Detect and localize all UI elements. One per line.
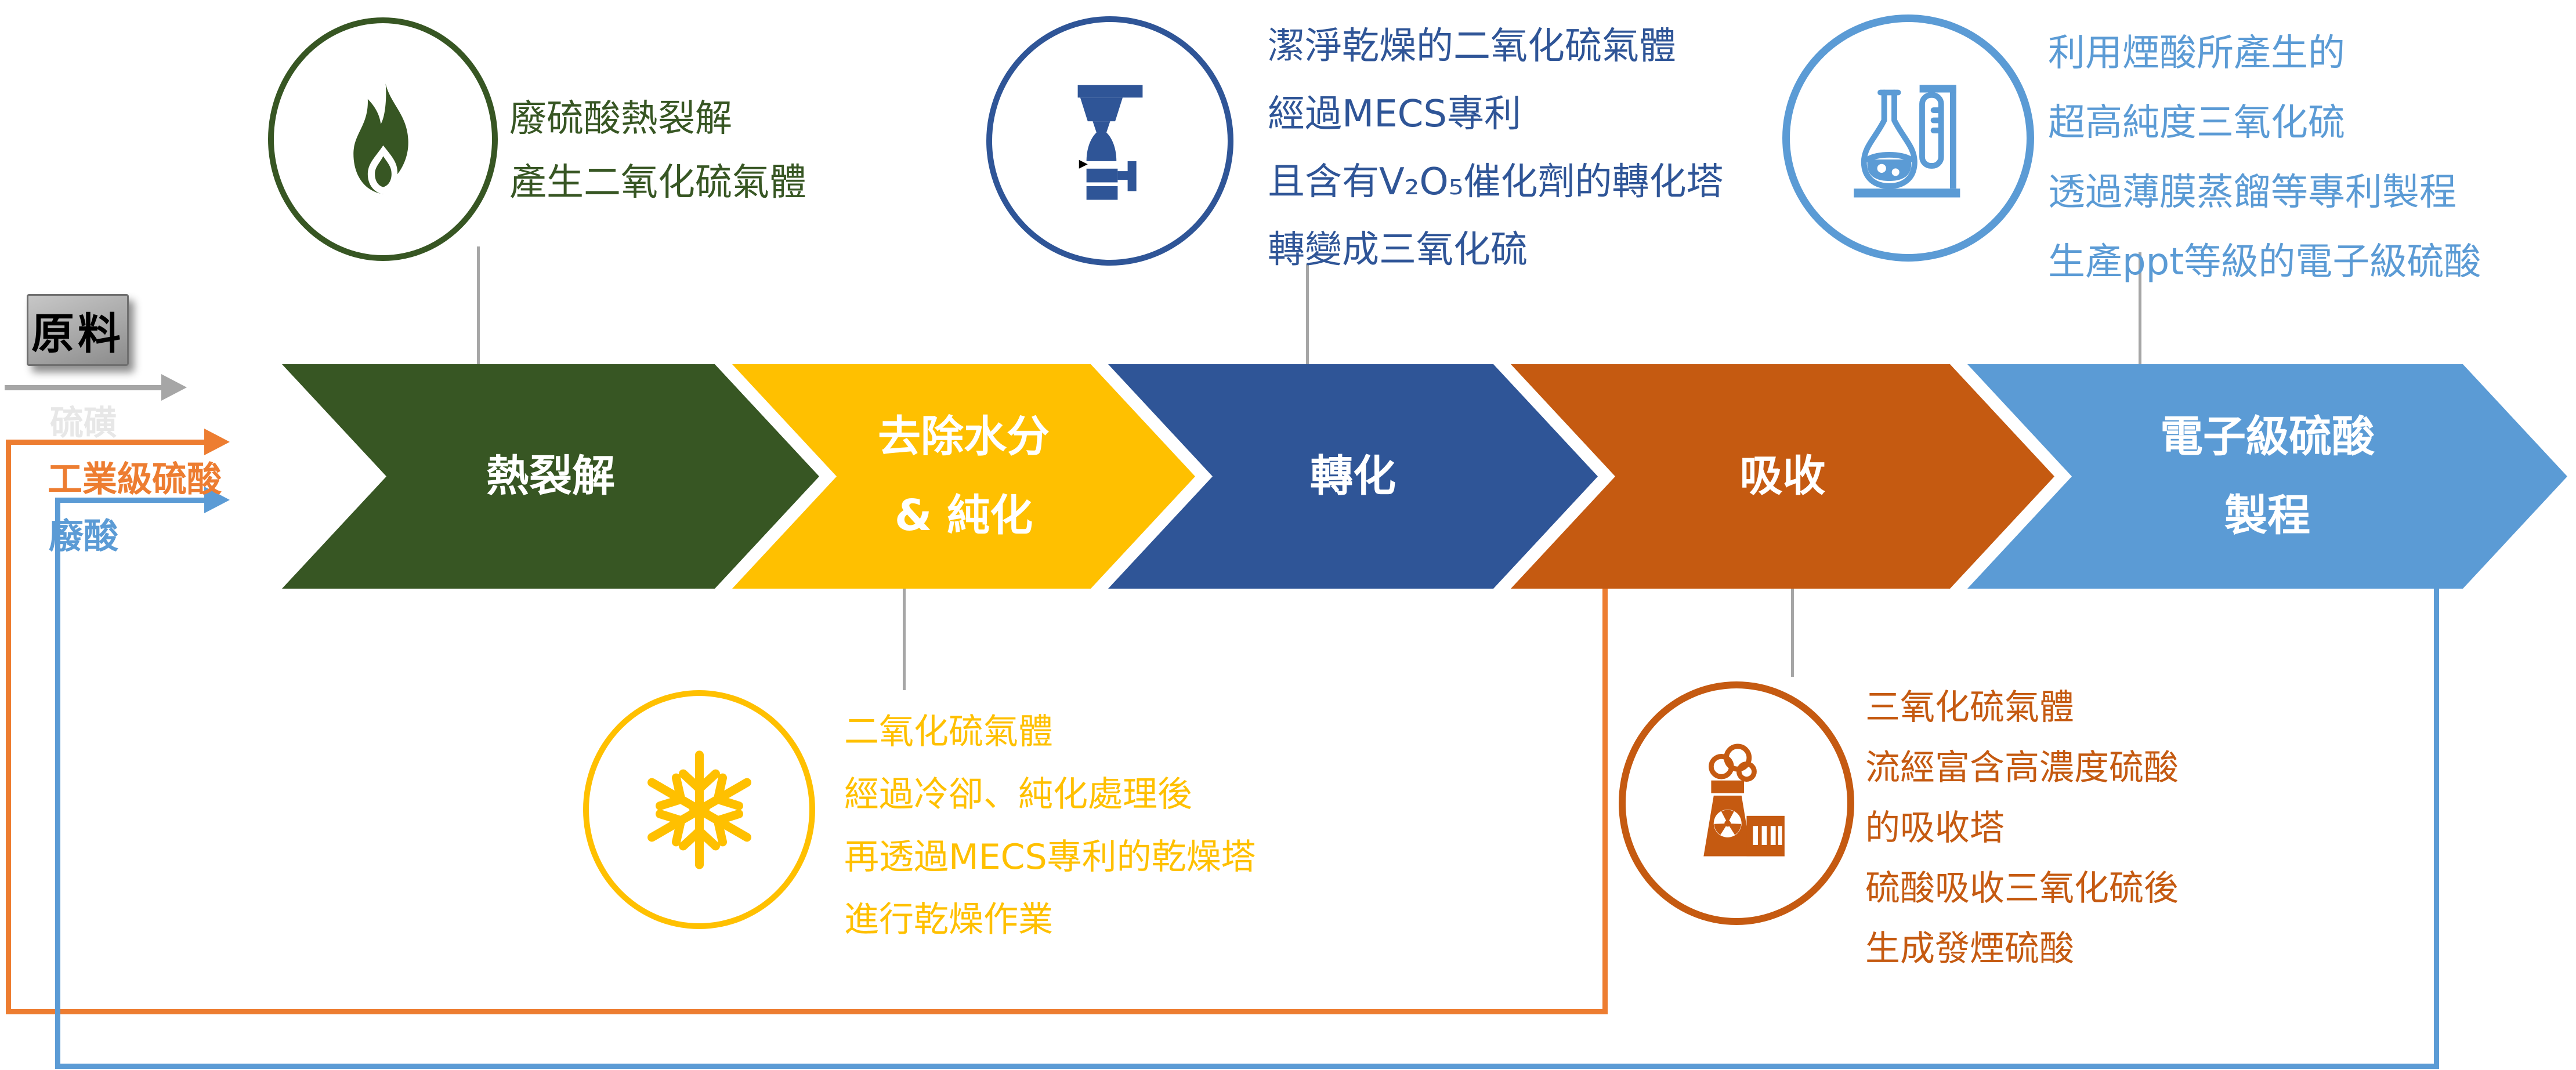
stage-label-line: 電子級硫酸 [2160,411,2375,462]
factory-icon [1703,743,1785,857]
absorption-callout-circle [1619,681,1854,925]
callout-line: 生成發煙硫酸 [1865,928,2074,969]
drying-callout-circle [583,690,815,929]
input-label-waste-acid: 廢酸 [49,516,118,557]
callout-line: 三氧化硫氣體 [1865,687,2074,728]
callout-line: 轉變成三氧化硫 [1268,228,1528,271]
converter-tower-icon [1077,85,1142,200]
waste-acid-arrow-head [204,487,230,513]
callout-line: 廢硫酸熱裂解 [509,97,732,140]
callout-line: 潔淨乾燥的二氧化硫氣體 [1268,25,1676,68]
stage-label-line: & 純化 [894,490,1033,541]
callout-line: 再透過MECS專利的乾燥塔 [844,837,1256,877]
stage-label: 吸收 [1511,364,2054,589]
absorption-callout-text: 三氧化硫氣體 流經富含高濃度硫酸 的吸收塔 硫酸吸收三氧化硫後 生成發煙硫酸 [1865,677,2179,979]
stage-electronic-acid: 電子級硫酸 製程 [1967,364,2567,589]
stage-label-line: 轉化 [1310,451,1396,501]
callout-line: 透過薄膜蒸餾等專利製程 [2048,171,2456,214]
drying-callout-text: 二氧化硫氣體 經過冷卻、純化處理後 再透過MECS專利的乾燥塔 進行乾燥作業 [844,701,1256,951]
callout-line: 硫酸吸收三氧化硫後 [1865,868,2179,909]
input-label-industrial-acid: 工業級硫酸 [48,459,222,500]
input-label-sulfur: 硫磺 [50,403,118,442]
connector-absorption [1791,589,1794,677]
pyrolysis-callout-text: 廢硫酸熱裂解 產生二氧化硫氣體 [509,87,806,215]
waste-acid-arrow-line [55,498,205,503]
callout-line: 生產ppt等級的電子級硫酸 [2048,241,2481,284]
blue-loop-bottom [55,1064,2439,1069]
stage-label-line: 熱裂解 [486,451,615,501]
blue-loop-right [2434,589,2439,1069]
callout-line: 且含有V₂O₅催化劑的轉化塔 [1268,161,1724,204]
stage-label: 熱裂解 [282,364,819,589]
callout-line: 超高純度三氧化硫 [2048,101,2345,144]
sulfur-arrow-line [5,385,162,390]
callout-line: 經過冷卻、純化處理後 [844,774,1192,815]
stage-pyrolysis: 熱裂解 [282,364,819,589]
orange-loop-right [1602,589,1608,1014]
stage-label: 去除水分 & 純化 [732,364,1195,589]
blue-loop-left [55,498,60,1069]
electronic-callout-text: 利用煙酸所產生的 超高純度三氧化硫 透過薄膜蒸餾等專利製程 生產ppt等級的電子… [2048,19,2481,297]
industrial-acid-arrow-line [6,440,205,445]
stage-label: 轉化 [1108,364,1598,589]
stage-dewatering: 去除水分 & 純化 [732,364,1195,589]
sulfur-arrow-head [161,374,187,401]
connector-electronic [2139,252,2141,364]
lab-flask-icon [1854,85,1960,198]
stage-label-line: 吸收 [1739,451,1826,501]
orange-loop-left [6,440,11,1014]
orange-loop-bottom [6,1009,1608,1014]
callout-line: 流經富含高濃度硫酸 [1865,748,2179,788]
raw-materials-box: 原料 [27,294,129,366]
callout-line: 產生二氧化硫氣體 [509,161,806,204]
callout-line: 經過MECS專利 [1268,93,1521,136]
snowflake-icon [637,748,762,872]
industrial-acid-arrow-head [204,429,230,455]
connector-drying [903,589,906,690]
electronic-callout-circle [1782,14,2034,262]
callout-line: 利用煙酸所產生的 [2048,32,2345,75]
stage-label-line: 製程 [2224,490,2310,541]
connector-pyrolysis [477,246,480,364]
callout-line: 的吸收塔 [1865,808,2005,848]
flame-icon [353,83,408,194]
conversion-callout-text: 潔淨乾燥的二氧化硫氣體 經過MECS專利 且含有V₂O₅催化劑的轉化塔 轉變成三… [1268,13,1723,284]
stage-label: 電子級硫酸 製程 [1967,364,2567,589]
callout-line: 進行乾燥作業 [844,899,1053,940]
conversion-callout-circle [986,16,1233,266]
stage-label-line: 去除水分 [878,411,1050,462]
connector-conversion [1306,264,1309,364]
pyrolysis-callout-circle [268,17,498,261]
callout-line: 二氧化硫氣體 [844,712,1053,752]
